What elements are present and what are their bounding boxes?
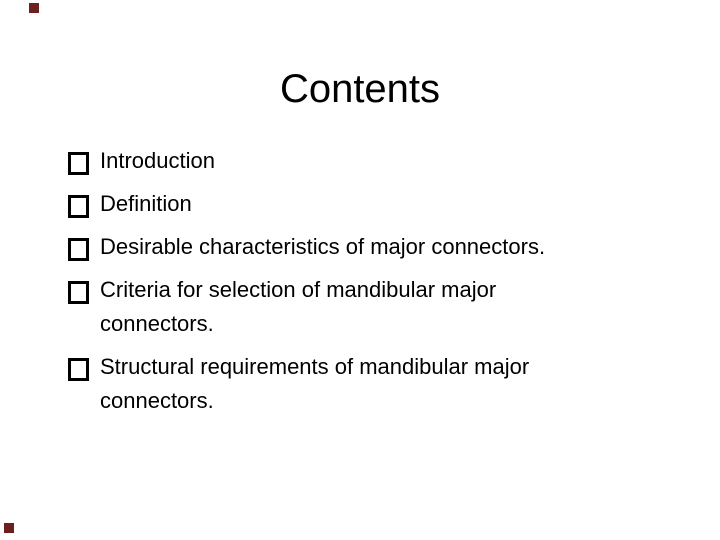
list-item: Structural requirements of mandibular ma… — [68, 350, 628, 418]
list-item-text: Definition — [100, 191, 192, 216]
list-item-text-wrapped: connectors. — [100, 388, 214, 413]
corner-mark-top-left-icon — [29, 3, 39, 13]
list-item: Definition — [68, 187, 628, 221]
list-item-text: Introduction — [100, 148, 215, 173]
square-bullet-icon — [68, 358, 89, 381]
square-bullet-icon — [68, 281, 89, 304]
list-item-text: Structural requirements of mandibular ma… — [100, 354, 530, 379]
list-item-text-wrapped: connectors. — [100, 311, 214, 336]
corner-mark-bottom-left-icon — [4, 523, 14, 533]
square-bullet-icon — [68, 152, 89, 175]
contents-list: Introduction Definition Desirable charac… — [68, 144, 628, 427]
list-item: Desirable characteristics of major conne… — [68, 230, 628, 264]
list-item-text: Desirable characteristics of major conne… — [100, 234, 546, 259]
list-item: Criteria for selection of mandibular maj… — [68, 273, 628, 341]
slide-title: Contents — [279, 67, 441, 111]
square-bullet-icon — [68, 195, 89, 218]
square-bullet-icon — [68, 238, 89, 261]
list-item-text: Criteria for selection of mandibular maj… — [100, 277, 497, 302]
list-item: Introduction — [68, 144, 628, 178]
